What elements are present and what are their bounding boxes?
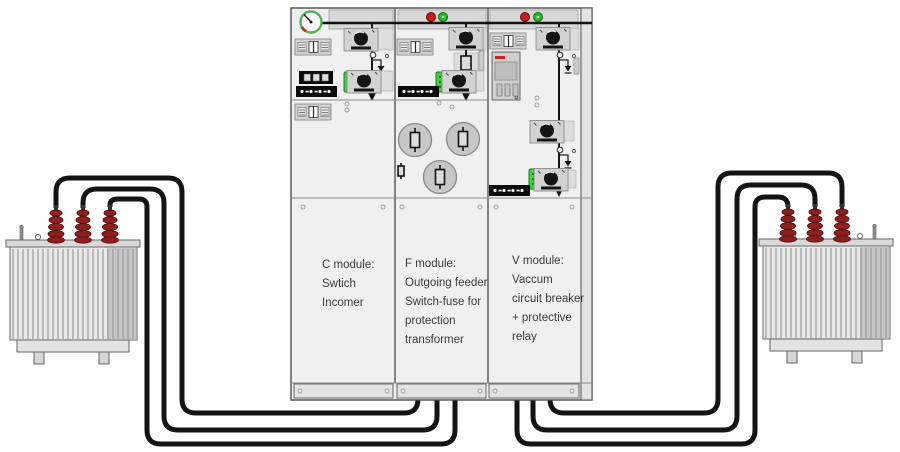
hv-fuse-canister-icon (445, 121, 481, 157)
module-label-line: C module: (322, 259, 374, 271)
transformer-foot (851, 350, 863, 364)
module-label-line: transformer (405, 334, 464, 346)
feeder-arrow-f (462, 93, 470, 101)
lifting-lug (35, 234, 41, 240)
radiator-fins (765, 248, 887, 338)
module-label-line: Incomer (322, 297, 364, 309)
radiator-fins (12, 249, 134, 339)
module-label-line: + protective (512, 312, 572, 324)
hv-bushing-icon (806, 203, 824, 243)
switch-mimic-panel (294, 38, 332, 56)
switch-mimic-panel (294, 103, 332, 121)
module-label-line: Switch-fuse for (405, 296, 481, 308)
module-c-plinth (293, 383, 394, 399)
label-strip (296, 86, 337, 97)
module-label-line: Vaccum (512, 274, 553, 286)
power-cable-left-2 (80, 186, 440, 433)
hv-bushing-icon (74, 204, 92, 244)
transformer-lid (758, 238, 894, 247)
right-transformer (758, 203, 894, 364)
transformer-base (16, 339, 130, 353)
module-label-line: protection (405, 315, 456, 327)
module-label-line: relay (512, 331, 537, 343)
switch-mimic-panel (396, 38, 434, 56)
red-indicator-lamp (426, 12, 436, 22)
label-strip (489, 185, 530, 196)
power-cable-right-3 (514, 194, 791, 447)
module-f-label: F module: Outgoing feeder Switch-fuse fo… (405, 258, 488, 346)
module-label-line: Swtich (322, 278, 356, 290)
module-label-line: Outgoing feeder (405, 277, 488, 289)
feeder-arrow-c (368, 93, 376, 101)
right-cable-loop (513, 169, 846, 448)
rotary-switch-icon (343, 27, 379, 52)
rotary-switch-icon (533, 167, 569, 192)
label-strip (398, 86, 439, 97)
fuse-symbol (460, 55, 472, 71)
rotary-switch-icon (448, 26, 484, 51)
cabinet-side-panel (580, 7, 593, 401)
module-label-line: circuit breaker (512, 293, 584, 305)
hv-fuse-canister-icon (397, 122, 433, 158)
module-v-plinth (488, 383, 580, 399)
transformer-foot (33, 351, 45, 365)
gas-indicator-strip (478, 50, 485, 71)
rotary-switch-icon (535, 26, 571, 51)
power-cable-right-1 (547, 170, 845, 416)
rotary-switch-icon (346, 69, 382, 94)
module-c-header (328, 9, 394, 30)
module-v-label: V module: Vaccum circuit breaker + prote… (512, 255, 584, 343)
power-cable-left-1 (53, 175, 421, 416)
transformer-base (769, 338, 883, 352)
red-indicator-lamp (520, 12, 530, 22)
rotary-switch-icon (441, 69, 477, 94)
transformer-foot (98, 351, 110, 365)
hv-bushing-icon (101, 204, 119, 244)
switchgear-cabinet: C module: Swtich Incomer F module: Outgo… (290, 7, 593, 401)
hv-bushing-icon (779, 203, 797, 243)
hv-fuse-canister-icon (422, 159, 458, 195)
module-f-plinth (396, 383, 487, 399)
left-cable-loop (52, 174, 459, 448)
protective-relay-device (491, 51, 521, 101)
switch-mimic-panel (489, 32, 527, 50)
hv-bushing-icon (47, 204, 65, 244)
module-label-line: V module: (512, 255, 564, 267)
module-c-label: C module: Swtich Incomer (322, 259, 374, 309)
power-cable-left-3 (107, 196, 458, 447)
transformer-foot (786, 350, 798, 364)
transformer-lid (5, 239, 141, 248)
gas-indicator-strip (573, 57, 580, 75)
rotary-switch-icon (529, 119, 565, 144)
hv-bushing-icon (833, 203, 851, 243)
lifting-lug (857, 233, 863, 239)
module-label-line: F module: (405, 258, 456, 270)
power-cable-right-2 (530, 182, 818, 433)
left-transformer (5, 204, 141, 365)
